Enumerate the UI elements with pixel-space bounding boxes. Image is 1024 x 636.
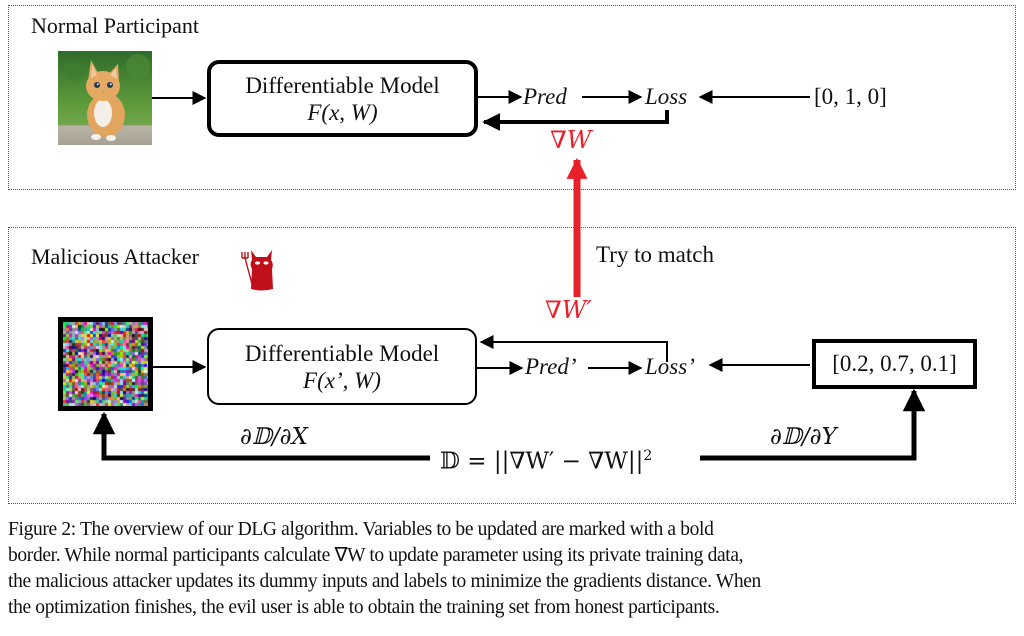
dlg-overview-figure: Normal Participant [8,5,1016,504]
model-box-normal: Differentiable Model F(x, W) [207,60,478,137]
caption-line: the optimization finishes, the evil user… [8,597,720,618]
model-name: Differentiable Model [245,72,440,98]
loss-dummy-label: Loss’ [645,354,695,379]
gradient-dummy-label: ∇W′ [545,296,592,324]
malicious-attacker-panel [8,227,1016,504]
dummy-label-box[interactable]: [0.2, 0.7, 0.1] [812,339,977,389]
noise-pixels [63,322,148,406]
loss-label: Loss [645,84,688,109]
arrow-grad-y [700,388,926,461]
model-formula: F(x’, W) [303,367,381,393]
grad-y-label: ∂𝔻/∂Y [770,424,837,450]
true-label: [0, 1, 0] [814,84,887,109]
caption-line: Figure 2: The overview of our DLG algori… [8,519,714,540]
connectors [92,90,926,461]
try-to-match-label: Try to match [596,242,714,267]
normal-participant-panel [8,5,1016,190]
figure-caption: Figure 2: The overview of our DLG algori… [8,517,1018,621]
distance-formula-body: 𝔻 = ||∇W′ − ∇W|| [440,448,644,475]
devil-icon [241,250,273,291]
distance-exponent: 2 [643,448,653,464]
malicious-attacker-title: Malicious Attacker [31,244,200,269]
grad-x-label: ∂𝔻/∂X [240,424,308,450]
pred-dummy-label: Pred’ [525,354,577,379]
normal-participant-title: Normal Participant [31,13,200,38]
kitten-image [58,51,152,145]
caption-line: border. While normal participants calcul… [8,545,744,566]
model-box-attacker: Differentiable Model F(x’, W) [207,328,477,405]
arrow-grad-x [92,411,430,461]
model-name: Differentiable Model [244,340,440,366]
pred-label: Pred [523,84,567,109]
gradient-normal-label: ∇W [550,126,592,154]
dummy-input-image[interactable] [58,317,153,411]
model-formula: F(x, W) [307,99,378,125]
dummy-label-value: [0.2, 0.7, 0.1] [832,351,957,376]
arrow-dummy-gradient-back [479,335,668,362]
caption-line: the malicious attacker updates its dummy… [8,571,761,592]
arrow-gradient-back [482,110,669,131]
distance-formula: 𝔻 = ||∇W′ − ∇W||2 [440,448,652,475]
